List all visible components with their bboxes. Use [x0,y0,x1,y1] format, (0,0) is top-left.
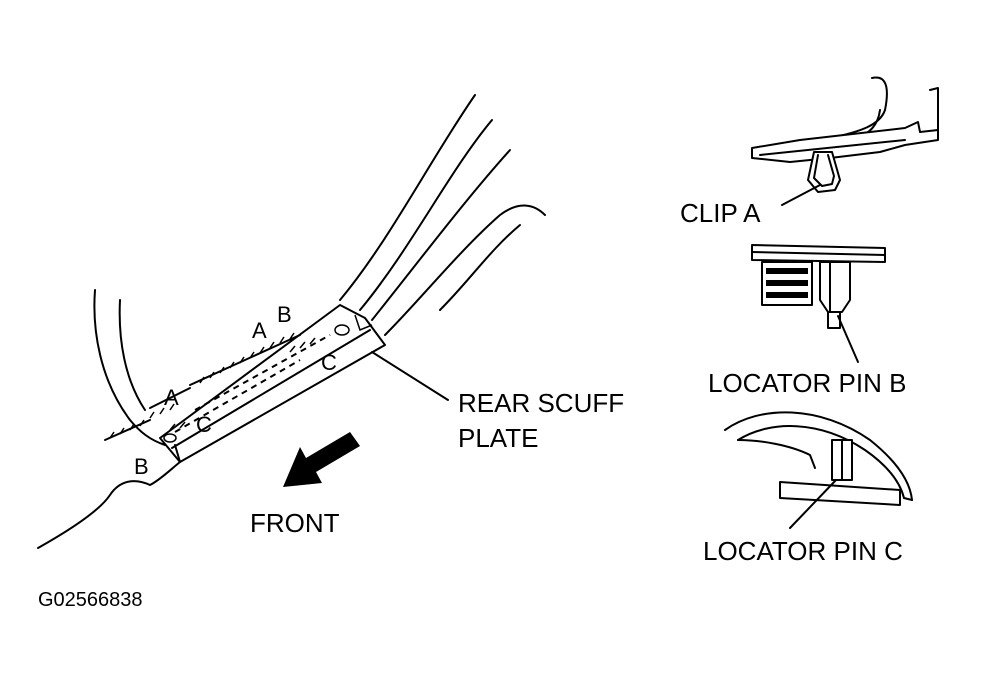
marker-b-upper: B [277,302,292,327]
front-arrow-icon [283,432,360,487]
clip-a-leader [781,184,821,206]
locator-pin-c-label: LOCATOR PIN C [703,536,903,566]
rear-scuff-plate-label-line2: PLATE [458,423,538,453]
rear-scuff-plate-label-line1: REAR SCUFF [458,388,624,418]
upper-lip-hatch [109,332,295,439]
front-label: FRONT [250,508,340,538]
locator-pin-b-leader [837,315,859,363]
locator-pin-b-detail [751,244,886,329]
locator-pin-c-detail [724,411,913,506]
marker-c-upper: C [321,350,337,375]
body-pillar-outline [37,94,546,549]
rear-scuff-plate-leader [371,351,449,401]
marker-a-upper: A [252,318,267,343]
clip-a-label: CLIP A [680,198,761,228]
locator-pin-c-leader [789,479,837,529]
marker-a-lower: A [164,385,179,410]
figure-id: G02566838 [38,589,143,611]
marker-c-lower: C [196,412,212,437]
locator-pin-b-label: LOCATOR PIN B [708,368,906,398]
clip-a-detail [751,76,939,193]
marker-b-lower: B [134,454,149,479]
rear-scuff-plate [104,304,386,463]
